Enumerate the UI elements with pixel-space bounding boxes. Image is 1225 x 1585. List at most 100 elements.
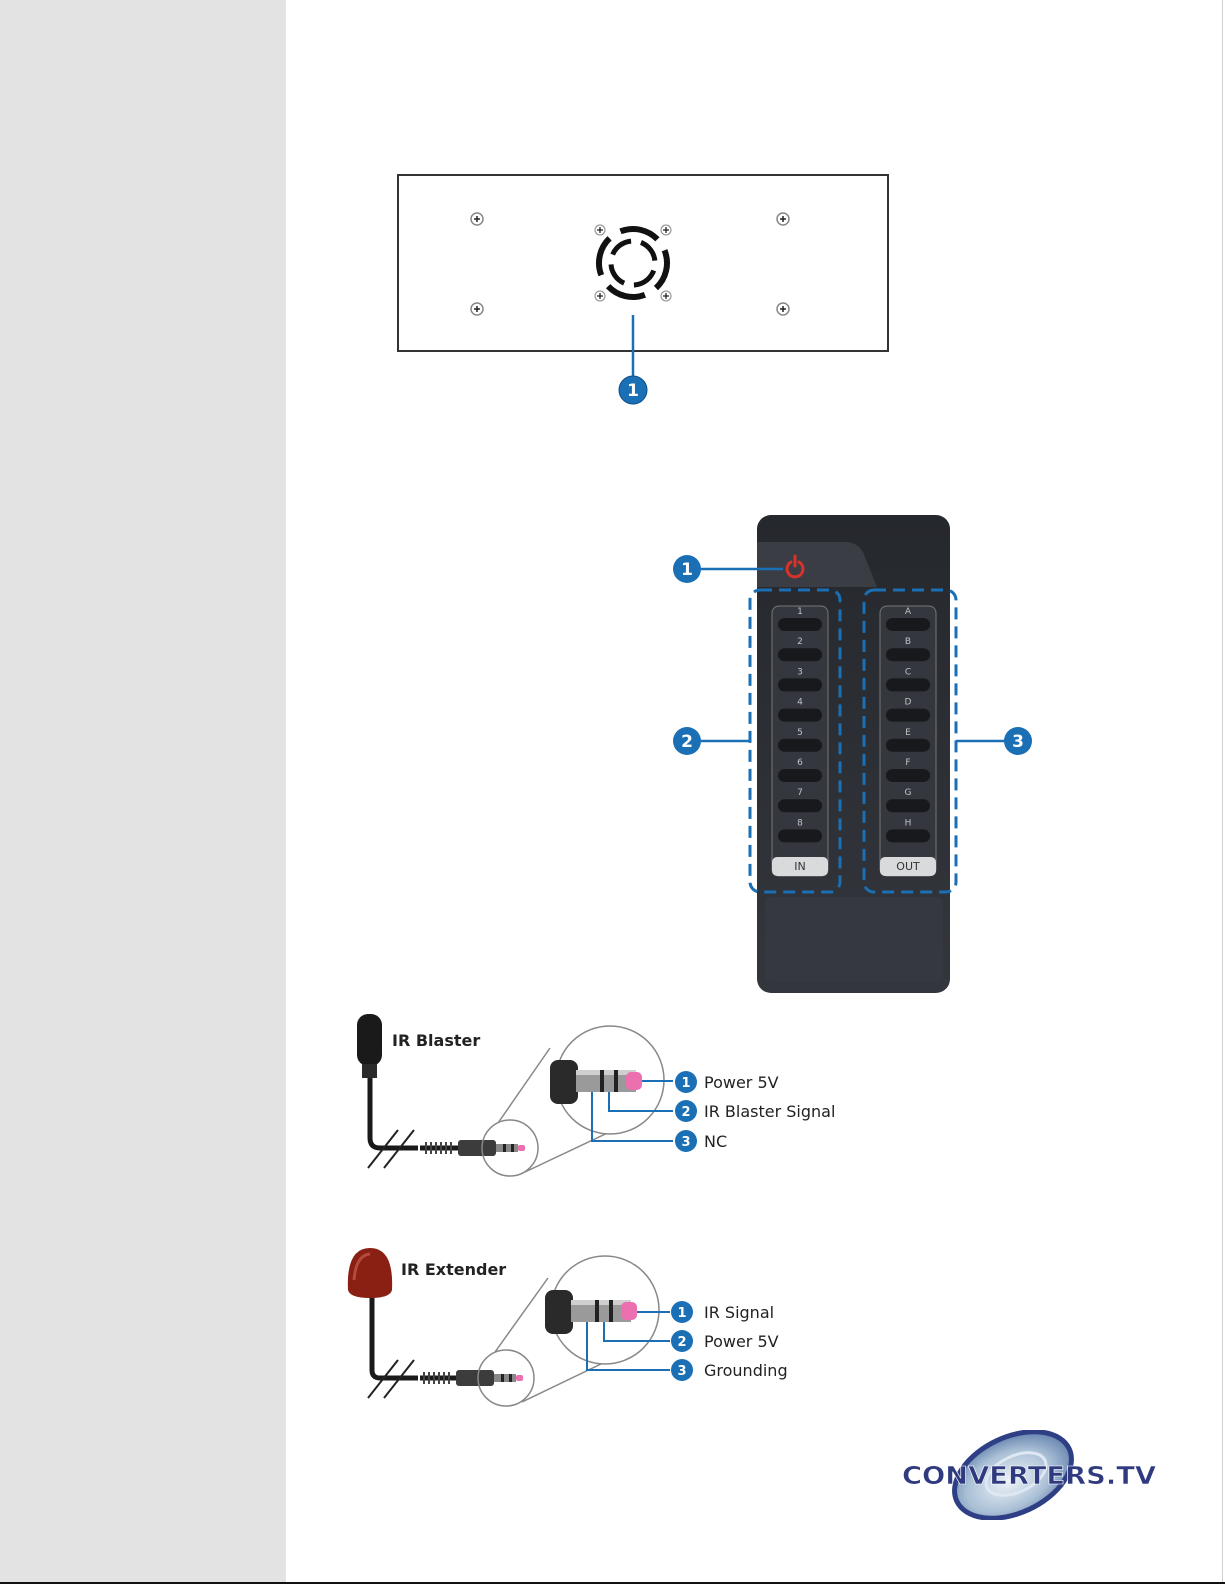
- in-button-label: 5: [797, 728, 803, 738]
- in-button-4[interactable]: 4: [778, 698, 822, 722]
- out-button-C[interactable]: C: [886, 667, 930, 692]
- ir-extender-title: IR Extender: [401, 1260, 506, 1279]
- remote-control-figure: IN 1 2 3 4 5 6 7 8 OUT A B C D E F GH 1 2 3: [673, 515, 1032, 993]
- in-label: IN: [794, 860, 805, 873]
- out-button-key[interactable]: [886, 829, 930, 843]
- in-button-6[interactable]: 6: [778, 758, 822, 782]
- callout-badge-1: 1: [673, 555, 701, 583]
- svg-text:1: 1: [677, 1306, 686, 1321]
- in-column-footer: [772, 857, 828, 876]
- pin-row: 3 NC: [675, 1130, 727, 1152]
- in-button-label: 1: [797, 607, 803, 617]
- in-button-key[interactable]: [778, 738, 822, 752]
- in-button-5[interactable]: 5: [778, 728, 822, 752]
- out-label: OUT: [896, 860, 920, 873]
- in-button-key[interactable]: [778, 708, 822, 722]
- pin-label: IR Signal: [704, 1303, 774, 1322]
- in-button-label: 4: [797, 698, 803, 708]
- ir-blaster-title: IR Blaster: [392, 1031, 480, 1050]
- out-button-G[interactable]: G: [886, 788, 930, 813]
- converters-tv-logo: CONVERTERS.TV: [902, 1430, 1157, 1520]
- in-button-2[interactable]: 2: [778, 637, 822, 662]
- in-button-label: 6: [797, 758, 803, 768]
- svg-text:3: 3: [681, 1135, 690, 1150]
- pin-row: 2 IR Blaster Signal: [675, 1100, 835, 1122]
- in-button-label: 2: [797, 637, 803, 647]
- fan-screw-icon: [594, 290, 606, 302]
- fan-screw-icon: [594, 224, 606, 236]
- in-button-1[interactable]: 1: [778, 607, 822, 631]
- screw-icon: [776, 302, 790, 316]
- svg-text:1: 1: [627, 381, 639, 401]
- screw-icon: [470, 212, 484, 226]
- out-button-key[interactable]: [886, 769, 930, 782]
- in-button-label: 8: [797, 818, 803, 828]
- svg-text:3: 3: [1012, 732, 1024, 752]
- logo-text: CONVERTERS.TV: [902, 1461, 1157, 1490]
- out-button-key[interactable]: [886, 738, 930, 752]
- out-button-H[interactable]: H: [886, 818, 930, 843]
- out-button-key[interactable]: [886, 678, 930, 692]
- page-right-border: [1222, 0, 1223, 1582]
- remote-top-panel: [757, 542, 877, 587]
- in-button-8[interactable]: 8: [778, 818, 822, 843]
- svg-text:2: 2: [677, 1335, 686, 1350]
- out-button-label: F: [905, 758, 910, 768]
- audio-plug-icon: [420, 1140, 525, 1156]
- out-button-A[interactable]: A: [886, 607, 930, 631]
- in-button-key[interactable]: [778, 799, 822, 813]
- out-button-label: E: [905, 728, 911, 738]
- callout-badge-1: 1: [618, 375, 648, 405]
- pin-row: 3 Grounding: [671, 1359, 788, 1381]
- ir-extender-cable: [369, 1298, 418, 1381]
- out-button-label: D: [905, 698, 912, 708]
- out-button-label: B: [905, 637, 911, 647]
- pin-label: IR Blaster Signal: [704, 1102, 835, 1121]
- svg-text:2: 2: [681, 1105, 690, 1120]
- pin-label: Power 5V: [704, 1332, 779, 1351]
- remote-bottom-panel: [765, 897, 943, 982]
- out-button-label: A: [905, 607, 912, 617]
- power-button[interactable]: [785, 554, 805, 579]
- in-button-key[interactable]: [778, 648, 822, 662]
- pin-row: 1 IR Signal: [671, 1301, 774, 1323]
- pin-label: Power 5V: [704, 1073, 779, 1092]
- audio-plug-icon: [420, 1370, 523, 1386]
- power-icon: [785, 560, 805, 579]
- rear-panel-outline: [397, 174, 889, 352]
- out-column-footer: [880, 857, 936, 876]
- in-button-7[interactable]: 7: [778, 788, 822, 813]
- out-button-key[interactable]: [886, 618, 930, 631]
- out-button-F[interactable]: F: [886, 758, 930, 782]
- out-button-key[interactable]: [886, 648, 930, 662]
- magnified-plug-icon: [545, 1290, 637, 1334]
- in-button-3[interactable]: 3: [778, 667, 822, 692]
- screw-icon: [776, 212, 790, 226]
- out-button-key[interactable]: [886, 799, 930, 813]
- out-button-E[interactable]: E: [886, 728, 930, 752]
- in-button-key[interactable]: [778, 829, 822, 843]
- page-sidebar: [0, 0, 286, 1582]
- svg-text:3: 3: [677, 1364, 686, 1379]
- out-button-key[interactable]: [886, 708, 930, 722]
- in-button-key[interactable]: [778, 678, 822, 692]
- in-button-label: 7: [797, 788, 803, 798]
- fan-vent-icon: [594, 224, 672, 302]
- out-button-D[interactable]: D: [886, 698, 930, 722]
- page-bottom-rule: [0, 1582, 1225, 1584]
- svg-text:1: 1: [681, 1076, 690, 1091]
- out-button-label: H: [905, 818, 912, 828]
- out-button-label: C: [905, 667, 911, 677]
- callout-badge-3: 3: [1004, 727, 1032, 755]
- ir-extender-figure: IR Extender 1 IR Signal 2 Power 5V 3 Gro…: [347, 1248, 788, 1407]
- in-button-key[interactable]: [778, 769, 822, 782]
- pin-row: 1 Power 5V: [675, 1071, 779, 1093]
- out-button-B[interactable]: B: [886, 637, 930, 662]
- in-button-key[interactable]: [778, 618, 822, 631]
- pin-label: NC: [704, 1132, 727, 1151]
- in-button-label: 3: [797, 667, 803, 677]
- magnified-plug-icon: [550, 1060, 642, 1104]
- fan-screw-icon: [660, 290, 672, 302]
- svg-text:2: 2: [681, 732, 693, 752]
- ir-blaster-cable: [367, 1078, 418, 1151]
